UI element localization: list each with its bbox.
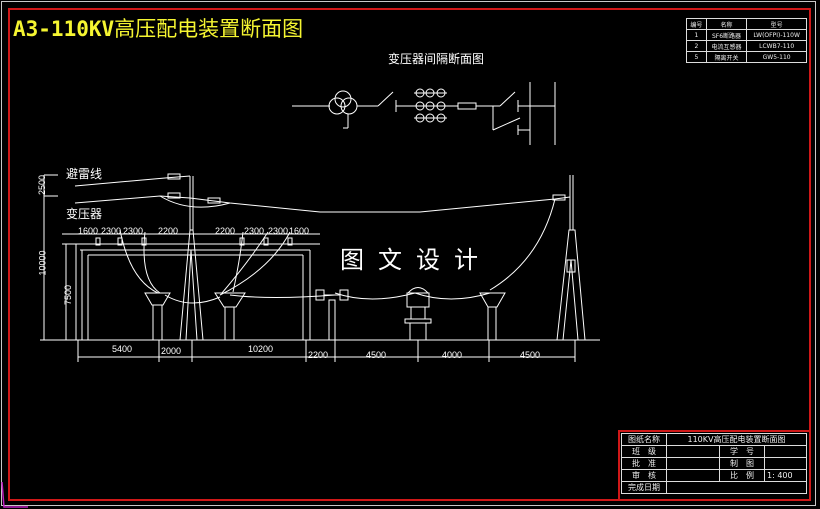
dim-top-left-3: 2300: [123, 226, 144, 236]
scale-label: 比 例: [719, 469, 765, 482]
title-prefix: A3-110KV: [13, 17, 115, 41]
dim-bottom-5400: 5400: [112, 344, 133, 354]
student-no-label: 学 号: [719, 445, 765, 458]
dim-bottom-2000: 2000: [161, 346, 182, 356]
title-block-frame: [618, 430, 811, 501]
legend-cell: LW(OFPI)-110W: [746, 29, 807, 41]
towers: [179, 175, 586, 341]
dim-bottom-10200: 10200: [248, 344, 274, 354]
dim-bottom-4500a: 4500: [366, 350, 387, 360]
dim-top-right-1: 2200: [215, 226, 236, 236]
legend-row: 1 SF6断路器 LW(OFPI)-110W: [686, 29, 807, 41]
legend-row: 5 隔离开关 GW5-110: [686, 51, 807, 63]
legend-cell: 2: [686, 40, 707, 52]
legend-cell: SF6断路器: [705, 29, 748, 41]
drawn-value: [764, 457, 807, 470]
legend-cell: 1: [686, 29, 707, 41]
legend-header-model: 型号: [746, 18, 807, 30]
legend-cell: GW5-110: [746, 51, 807, 63]
scale-value: 1: 400: [764, 469, 807, 482]
dim-vertical-frame: 7500: [63, 284, 74, 306]
legend-header-no: 编号: [686, 18, 707, 30]
legend-header-name: 名称: [705, 18, 748, 30]
dim-top-right-4: 1600: [289, 226, 310, 236]
student-no-value: [764, 445, 807, 458]
dim-bottom-4500b: 4500: [520, 350, 541, 360]
approve-label: 批 准: [621, 457, 667, 470]
drawing-title: A3-110KV高压配电装置断面图: [13, 13, 303, 43]
equipment-legend: 编号 名称 型号 1 SF6断路器 LW(OFPI)-110W 2 电流互感器 …: [686, 18, 807, 63]
legend-cell: 5: [686, 51, 707, 63]
dim-vertical-top: 2500: [37, 174, 48, 196]
drawing-frame: [8, 8, 811, 501]
section-subtitle: 变压器间隔断面图: [388, 52, 485, 66]
review-label: 审 核: [621, 469, 667, 482]
legend-row: 2 电流互感器 LCWB7-110: [686, 40, 807, 52]
approve-value: [666, 457, 720, 470]
dim-top-right-2: 2300: [244, 226, 265, 236]
single-line-diagram: [292, 82, 556, 145]
dim-top-left-1: 1600: [78, 226, 99, 236]
watermark: 图文设计: [340, 246, 492, 274]
drawing-name: 110KV高压配电装置断面图: [666, 433, 807, 446]
legend-cell: 电流互感器: [705, 40, 748, 52]
dim-bottom-4000: 4000: [442, 350, 463, 360]
overhead-lines: [74, 173, 571, 304]
class-label: 班 级: [621, 445, 667, 458]
date-label: 完成日期: [621, 481, 667, 494]
title-cn: 高压配电装置断面图: [114, 17, 304, 41]
drawn-label: 制 图: [719, 457, 765, 470]
review-value: [666, 469, 720, 482]
dim-top-right-3: 2300: [268, 226, 289, 236]
transformer-label: 变压器: [66, 207, 103, 221]
dim-top-left-2: 2300: [101, 226, 122, 236]
dim-top-left-4: 2200: [158, 226, 179, 236]
class-value: [666, 445, 720, 458]
dim-bottom-2200: 2200: [308, 350, 329, 360]
dimension-lines: [40, 174, 600, 362]
dim-vertical-total: 10000: [37, 250, 48, 276]
date-value: [666, 481, 807, 494]
legend-cell: 隔离开关: [705, 51, 748, 63]
legend-cell: LCWB7-110: [746, 40, 807, 52]
title-block: 图纸名称 110KV高压配电装置断面图 班 级 学 号 批 准 制 图 审 核 …: [621, 433, 807, 494]
drawing-name-label: 图纸名称: [621, 433, 667, 446]
lightning-wire-label: 避雷线: [66, 167, 103, 181]
